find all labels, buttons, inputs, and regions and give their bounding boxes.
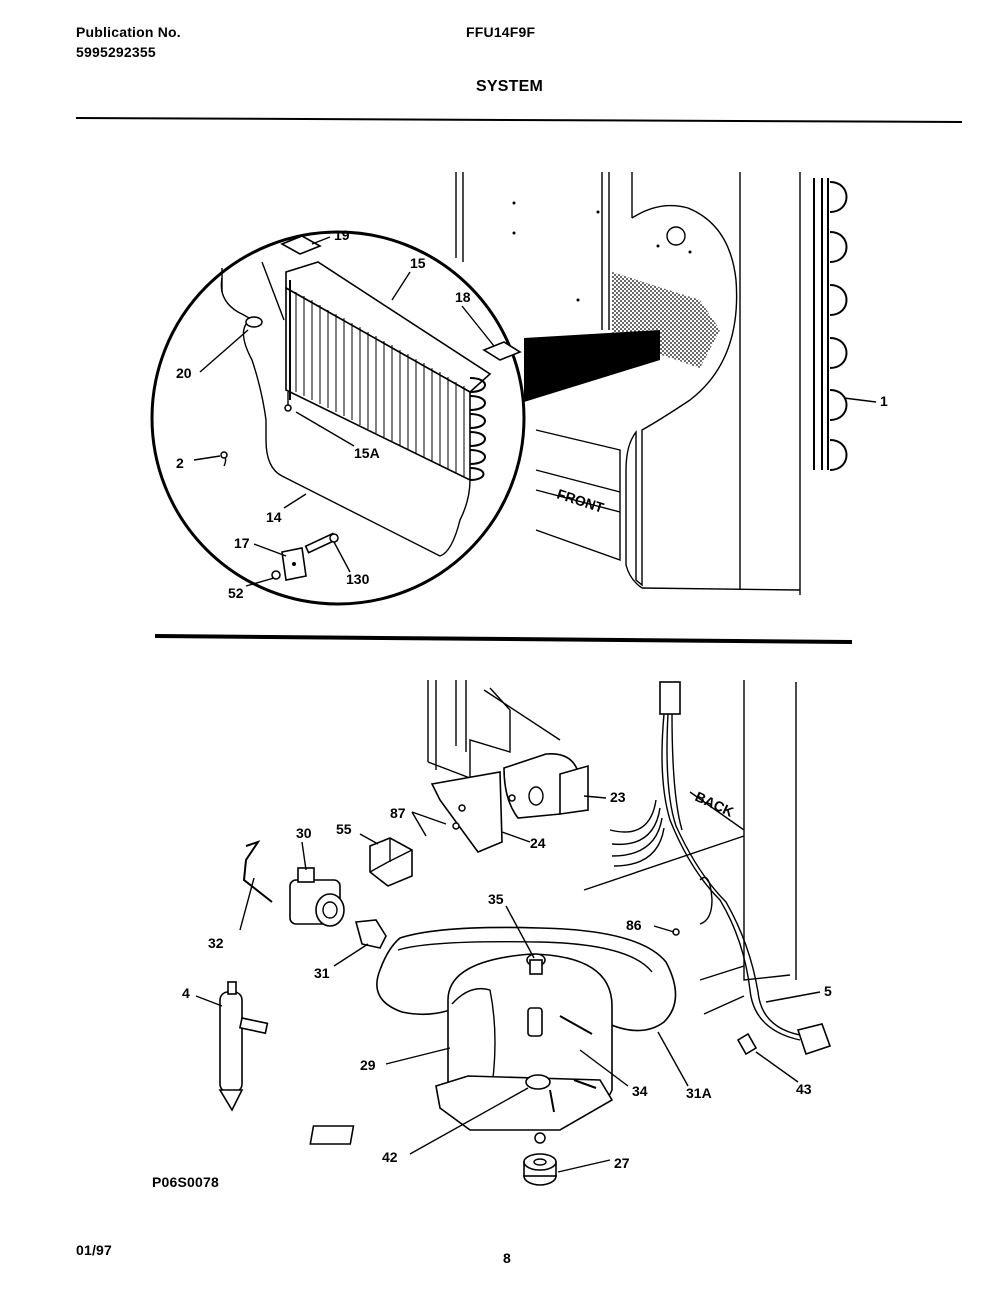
callout-55: 55 [336,821,352,837]
callout-18: 18 [455,289,471,305]
callout-31: 31 [314,965,330,981]
evaporator-detail-circle [150,230,526,606]
callout-34: 34 [632,1083,648,1099]
callout-30: 30 [296,825,312,841]
back-label: BACK [693,788,736,820]
callout-130: 130 [346,571,370,587]
overload-protector-30 [289,867,387,949]
callout-86: 86 [626,917,642,933]
cabinet-back-drawing: BACK [427,680,797,1015]
wiring-harness [609,681,832,1056]
callout-23: 23 [610,789,626,805]
callout-5: 5 [824,983,832,999]
drawing-code: P06S0078 [152,1174,219,1190]
page-number: 8 [503,1250,511,1266]
callout-29: 29 [360,1057,376,1073]
publication-date: 01/97 [76,1242,113,1258]
callout-43: 43 [796,1081,812,1097]
callout-31A: 31A [686,1085,712,1101]
publication-label: Publication No. [76,24,181,40]
model-number: FFU14F9F [466,24,536,40]
callout-35: 35 [488,891,504,907]
filter-drier-4 [218,981,269,1112]
cord-clip-43 [736,1032,758,1056]
callout-4: 4 [182,985,190,1001]
control-module-23 [430,753,589,853]
callout-17: 17 [234,535,250,551]
callout-42: 42 [382,1149,398,1165]
callout-32: 32 [208,935,224,951]
evaporator-15 [285,261,492,393]
part-18-pad [482,341,522,361]
callout-labels: 19 15 18 20 15A 2 14 17 130 52 1 87 23 2… [176,227,888,1171]
callout-52: 52 [228,585,244,601]
top-leader-lines [193,236,877,587]
bottom-leader-lines [195,795,821,1173]
publication-number: 5995292355 [76,44,156,60]
clip-32 [242,840,273,903]
callout-24: 24 [530,835,546,851]
callout-15A: 15A [354,445,380,461]
part-19-pad [280,235,322,255]
callout-87: 87 [390,805,406,821]
front-label: FRONT [555,486,606,516]
cabinet-drawing: FRONT [455,172,801,595]
callout-27: 27 [614,1155,630,1171]
callout-15: 15 [410,255,426,271]
compressor-29 [309,953,614,1186]
callout-19: 19 [334,227,350,243]
callout-1: 1 [880,393,888,409]
relay-55 [369,837,413,887]
condenser-coil [813,178,848,471]
power-cord-plug [796,1023,832,1056]
section-title: SYSTEM [476,78,543,95]
section-rule [154,634,853,644]
header-rule [75,117,963,123]
callout-20: 20 [176,365,192,381]
callout-14: 14 [266,509,282,525]
callout-2: 2 [176,455,184,471]
